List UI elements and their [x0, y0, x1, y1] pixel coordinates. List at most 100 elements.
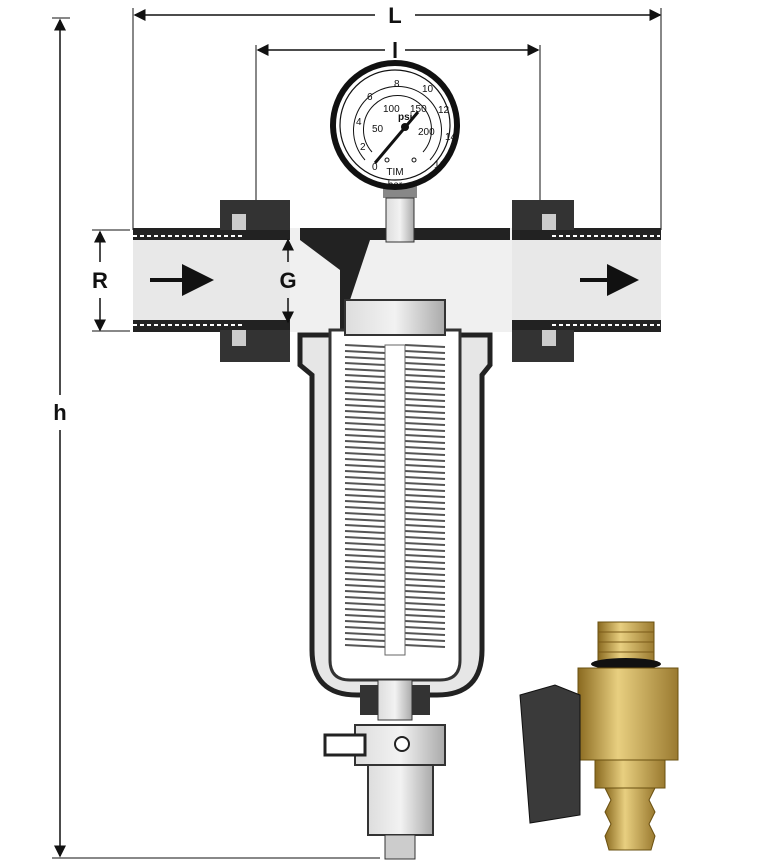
label-G: G — [279, 268, 296, 293]
mesh-pleat — [344, 518, 386, 522]
mesh-pleat — [404, 554, 446, 558]
mesh-pleat — [404, 446, 446, 450]
mesh-pleat — [404, 578, 446, 582]
mesh-pleat — [404, 608, 446, 612]
mesh-pleat — [404, 482, 446, 486]
mesh-pleat — [404, 416, 446, 420]
mesh-pleat — [344, 614, 386, 618]
mesh-pleat — [344, 446, 386, 450]
mesh-pleat — [404, 644, 446, 648]
drain-valve — [323, 679, 446, 860]
mesh-pleat — [344, 638, 386, 642]
mesh-pleat — [404, 536, 446, 540]
mesh-pleat — [404, 374, 446, 378]
pressure-gauge: 0 2 4 6 8 10 12 14 16 50 100 150 200 psi… — [330, 60, 460, 243]
mesh-pleat — [344, 398, 386, 402]
dimension-G: G — [279, 238, 297, 324]
mesh-pleat — [404, 494, 446, 498]
mesh-pleat — [404, 632, 446, 636]
mesh-pleat — [344, 392, 386, 396]
mesh-pleat — [404, 452, 446, 456]
mesh-pleat — [344, 386, 386, 390]
mesh-pleat — [404, 590, 446, 594]
mesh-pleat — [344, 380, 386, 384]
psi-tick: 50 — [372, 124, 384, 135]
mesh-pleat — [344, 434, 386, 438]
psi-tick: 200 — [418, 127, 435, 138]
mesh-pleat — [344, 644, 386, 648]
mesh-pleat — [404, 410, 446, 414]
mesh-pleat — [404, 362, 446, 366]
mesh-pleat — [404, 602, 446, 606]
mesh-pleat — [344, 512, 386, 516]
dimension-h: h — [52, 17, 380, 859]
mesh-pleat — [404, 392, 446, 396]
dimension-R: R — [92, 229, 130, 332]
mesh-pleat — [344, 494, 386, 498]
mesh-pleat — [344, 506, 386, 510]
mesh-pleat — [404, 368, 446, 372]
mesh-pleat — [404, 596, 446, 600]
mesh-pleat — [344, 500, 386, 504]
mesh-pleat — [404, 512, 446, 516]
mesh-pleat — [344, 440, 386, 444]
mesh-pleat — [344, 566, 386, 570]
mesh-pleat — [344, 452, 386, 456]
mesh-pleat — [344, 632, 386, 636]
mesh-pleat — [404, 620, 446, 624]
mesh-pleat — [404, 584, 446, 588]
mesh-pleat — [344, 548, 386, 552]
mesh-pleat — [404, 380, 446, 384]
mesh-pleat — [344, 362, 386, 366]
bar-scale: 0 2 4 6 8 10 12 14 16 — [356, 79, 457, 173]
mesh-pleat — [344, 554, 386, 558]
mesh-pleat — [344, 530, 386, 534]
mesh-pleat — [404, 386, 446, 390]
mesh-pleat — [344, 626, 386, 630]
bar-tick: 10 — [422, 84, 434, 95]
mesh-pleat — [404, 428, 446, 432]
mesh-pleat — [344, 374, 386, 378]
mesh-pleat — [344, 404, 386, 408]
mesh-pleat — [344, 608, 386, 612]
label-R: R — [92, 268, 108, 293]
psi-tick: 100 — [383, 104, 400, 115]
mesh-pleat — [404, 488, 446, 492]
mesh-pleat — [404, 566, 446, 570]
mesh-pleat — [344, 488, 386, 492]
psi-label: psi — [398, 112, 413, 123]
mesh-pleat — [344, 524, 386, 528]
mesh-pleat — [404, 518, 446, 522]
mesh-pleat — [344, 482, 386, 486]
dimension-L: L — [132, 3, 662, 230]
mesh-pleat — [344, 356, 386, 360]
mesh-pleat — [344, 560, 386, 564]
mesh-pleat — [404, 470, 446, 474]
psi-scale: 50 100 150 200 psi — [372, 104, 435, 138]
mesh-pleat — [404, 350, 446, 354]
mesh-pleat — [404, 464, 446, 468]
mesh-pleat — [404, 626, 446, 630]
mesh-pleat — [344, 410, 386, 414]
mesh-pleat — [344, 368, 386, 372]
valve-handle[interactable] — [323, 733, 367, 757]
mesh-pleat — [344, 602, 386, 606]
mesh-pleat — [344, 428, 386, 432]
mesh-pleat — [344, 350, 386, 354]
mesh-pleat — [344, 422, 386, 426]
valve-photo-handle — [519, 684, 581, 824]
filter-mesh — [344, 344, 446, 648]
bar-tick: 0 — [372, 162, 378, 173]
mesh-pleat — [404, 344, 446, 348]
mesh-pleat — [344, 596, 386, 600]
mesh-pleat — [404, 614, 446, 618]
mesh-pleat — [344, 344, 386, 348]
mesh-pleat — [404, 530, 446, 534]
gauge-needle — [373, 111, 420, 164]
mesh-pleat — [404, 506, 446, 510]
bar-tick: 2 — [360, 142, 366, 153]
mesh-pleat — [404, 638, 446, 642]
mesh-pleat — [404, 476, 446, 480]
bar-tick: 8 — [394, 79, 400, 90]
